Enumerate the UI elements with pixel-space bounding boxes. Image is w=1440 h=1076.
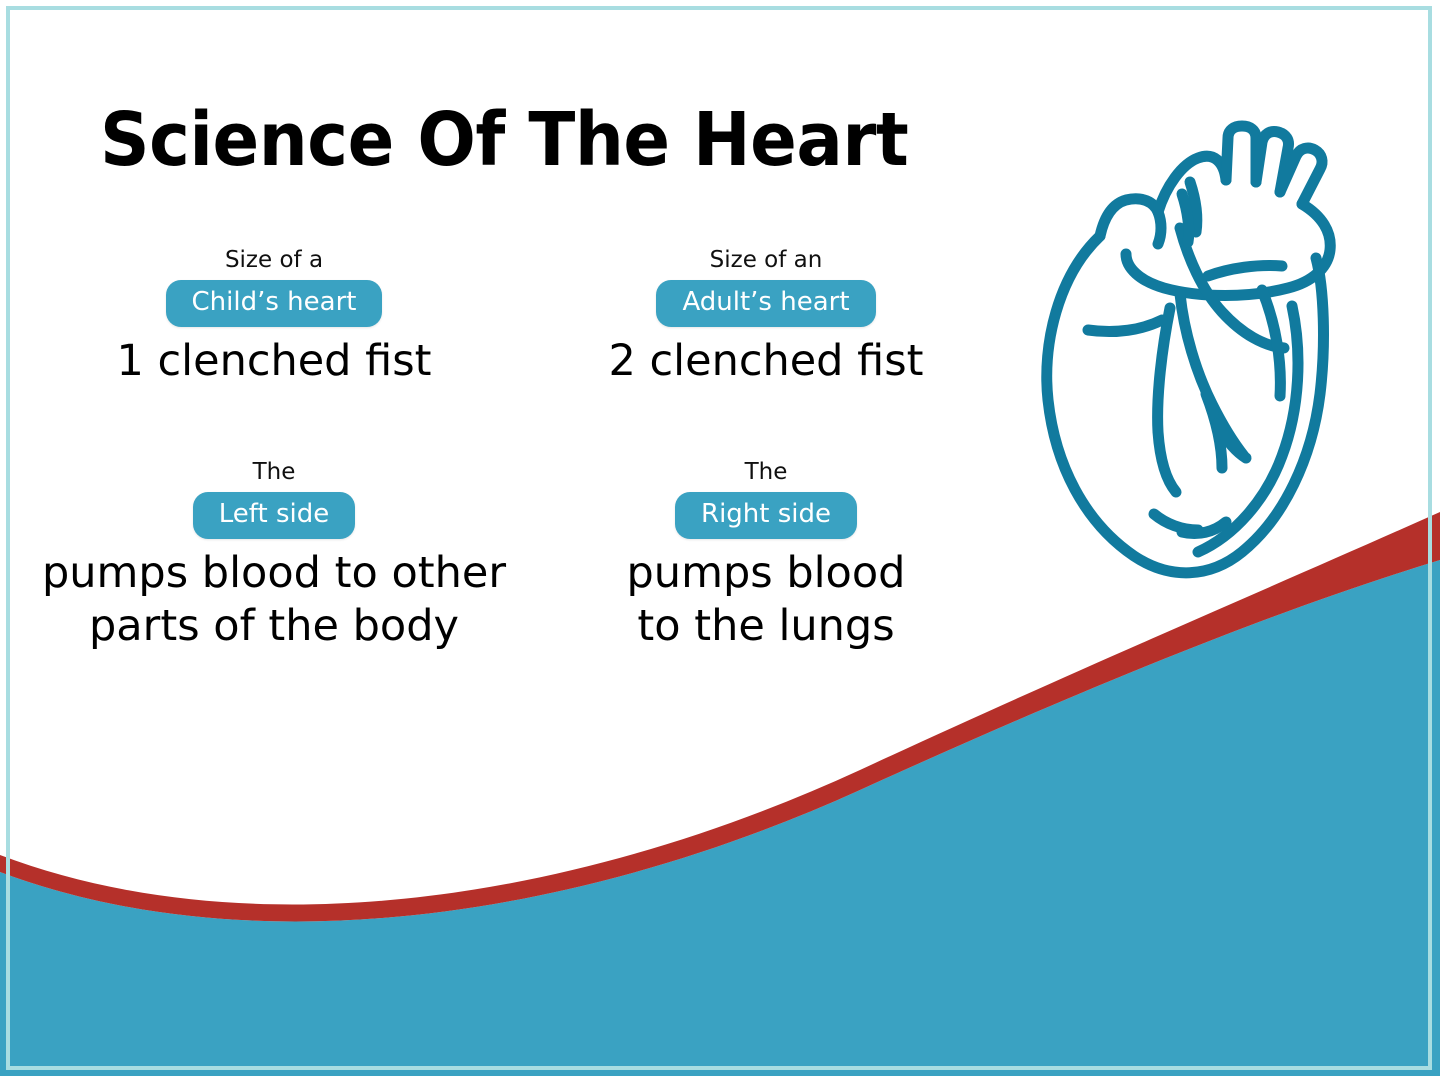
fact-badge-child-heart[interactable]: Child’s heart [165, 280, 383, 328]
fact-body: pumps blood to the lungs [626, 548, 906, 651]
fact-card-child-heart: Size of a Child’s heart 1 clenched fist [40, 248, 520, 388]
fact-prefix: Size of an [709, 247, 823, 273]
fact-row-2: The Left side pumps blood to other parts… [40, 460, 1000, 652]
fact-body: 2 clenched fist [608, 336, 924, 387]
fact-badge-adult-heart[interactable]: Adult’s heart [656, 280, 876, 328]
fact-prefix: The [252, 458, 296, 485]
anatomical-heart-icon [1041, 120, 1336, 579]
teal-wave-shape [0, 560, 1440, 1076]
fact-prefix: The [744, 458, 788, 485]
fact-body: pumps blood to other parts of the body [41, 548, 506, 651]
fact-card-left-side: The Left side pumps blood to other parts… [40, 460, 520, 652]
fact-card-right-side: The Right side pumps blood to the lungs [520, 460, 1000, 652]
red-wave-band [0, 512, 1440, 922]
fact-badge-right-side[interactable]: Right side [675, 492, 857, 540]
fact-row-1: Size of a Child’s heart 1 clenched fist … [40, 248, 1000, 388]
fact-grid: Size of a Child’s heart 1 clenched fist … [40, 248, 1000, 652]
fact-body: 1 clenched fist [116, 336, 432, 387]
fact-badge-left-side[interactable]: Left side [192, 492, 356, 540]
page-title: Science Of The Heart [100, 97, 909, 183]
fact-card-adult-heart: Size of an Adult’s heart 2 clenched fist [520, 248, 1000, 388]
fact-prefix: Size of a [224, 247, 324, 273]
